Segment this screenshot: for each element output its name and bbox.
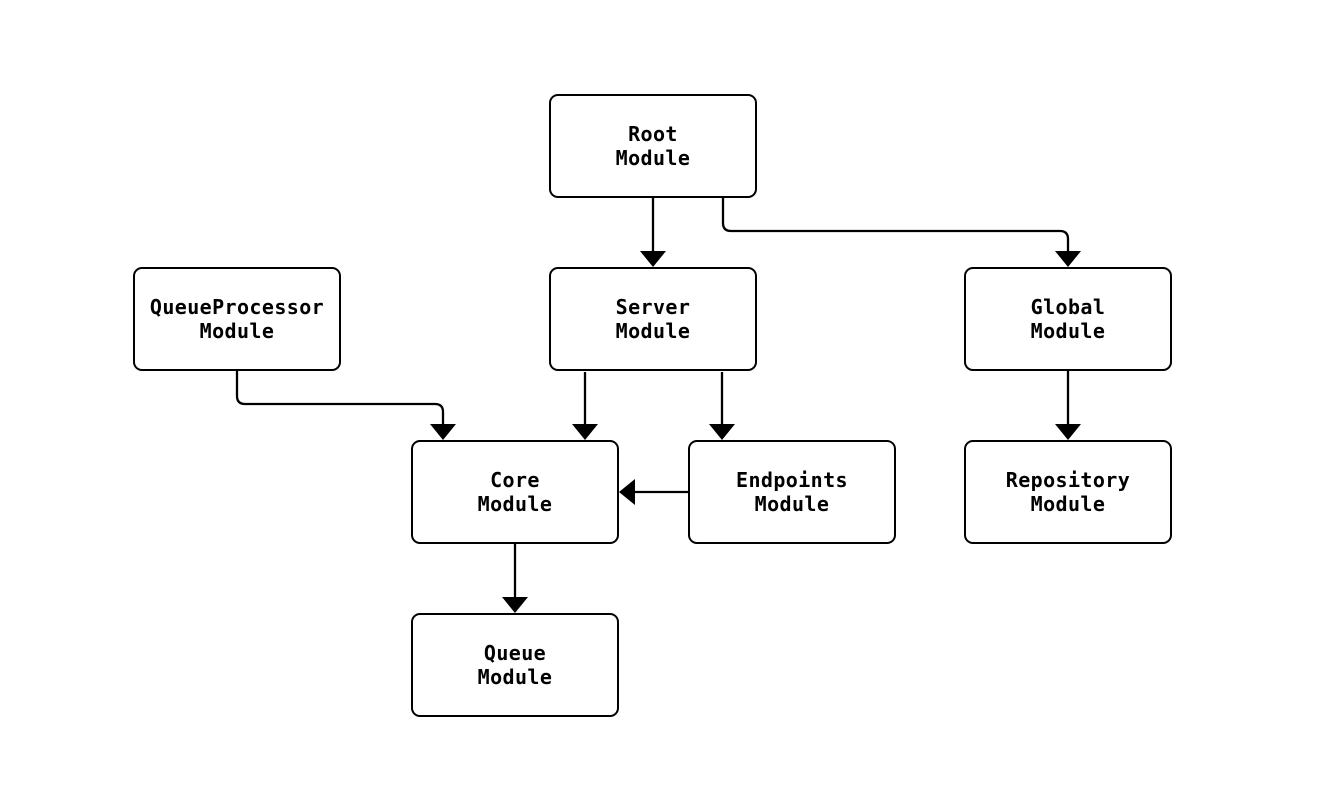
edge-queueprocessor-to-core [235,371,445,425]
arrowhead-server-to-core [572,424,598,440]
node-queue-module: Queue Module [411,613,619,717]
node-queueprocessor-module: QueueProcessor Module [133,267,341,371]
node-label-line2: Module [754,492,830,516]
node-label-line1: Repository [1005,468,1131,492]
edge-root-to-global [721,198,1070,252]
node-label-line2: Module [615,146,691,170]
arrowhead-root-to-global [1055,251,1081,267]
node-label-line1: Queue [483,641,547,665]
arrowhead-core-to-queue [502,597,528,613]
arrowhead-global-to-repository [1055,424,1081,440]
node-label-line2: Module [1030,492,1106,516]
node-label-line2: Module [1030,319,1106,343]
arrowhead-queueprocessor-to-core [430,424,456,440]
node-label-line1: Core [490,468,540,492]
node-repository-module: Repository Module [964,440,1172,544]
node-global-module: Global Module [964,267,1172,371]
node-label-line2: Module [615,319,691,343]
arrowhead-endpoints-to-core [619,479,635,505]
node-label-line2: Module [199,319,275,343]
node-label-line1: Root [628,122,678,146]
node-root-module: Root Module [549,94,757,198]
node-label-line1: Server [615,295,691,319]
arrowhead-server-to-endpoints [709,424,735,440]
node-label-line1: Endpoints [736,468,848,492]
node-label-line1: QueueProcessor [149,295,325,319]
node-label-line1: Global [1030,295,1106,319]
node-core-module: Core Module [411,440,619,544]
node-server-module: Server Module [549,267,757,371]
node-endpoints-module: Endpoints Module [688,440,896,544]
node-label-line2: Module [477,665,553,689]
node-label-line2: Module [477,492,553,516]
arrowhead-root-to-server [640,251,666,267]
